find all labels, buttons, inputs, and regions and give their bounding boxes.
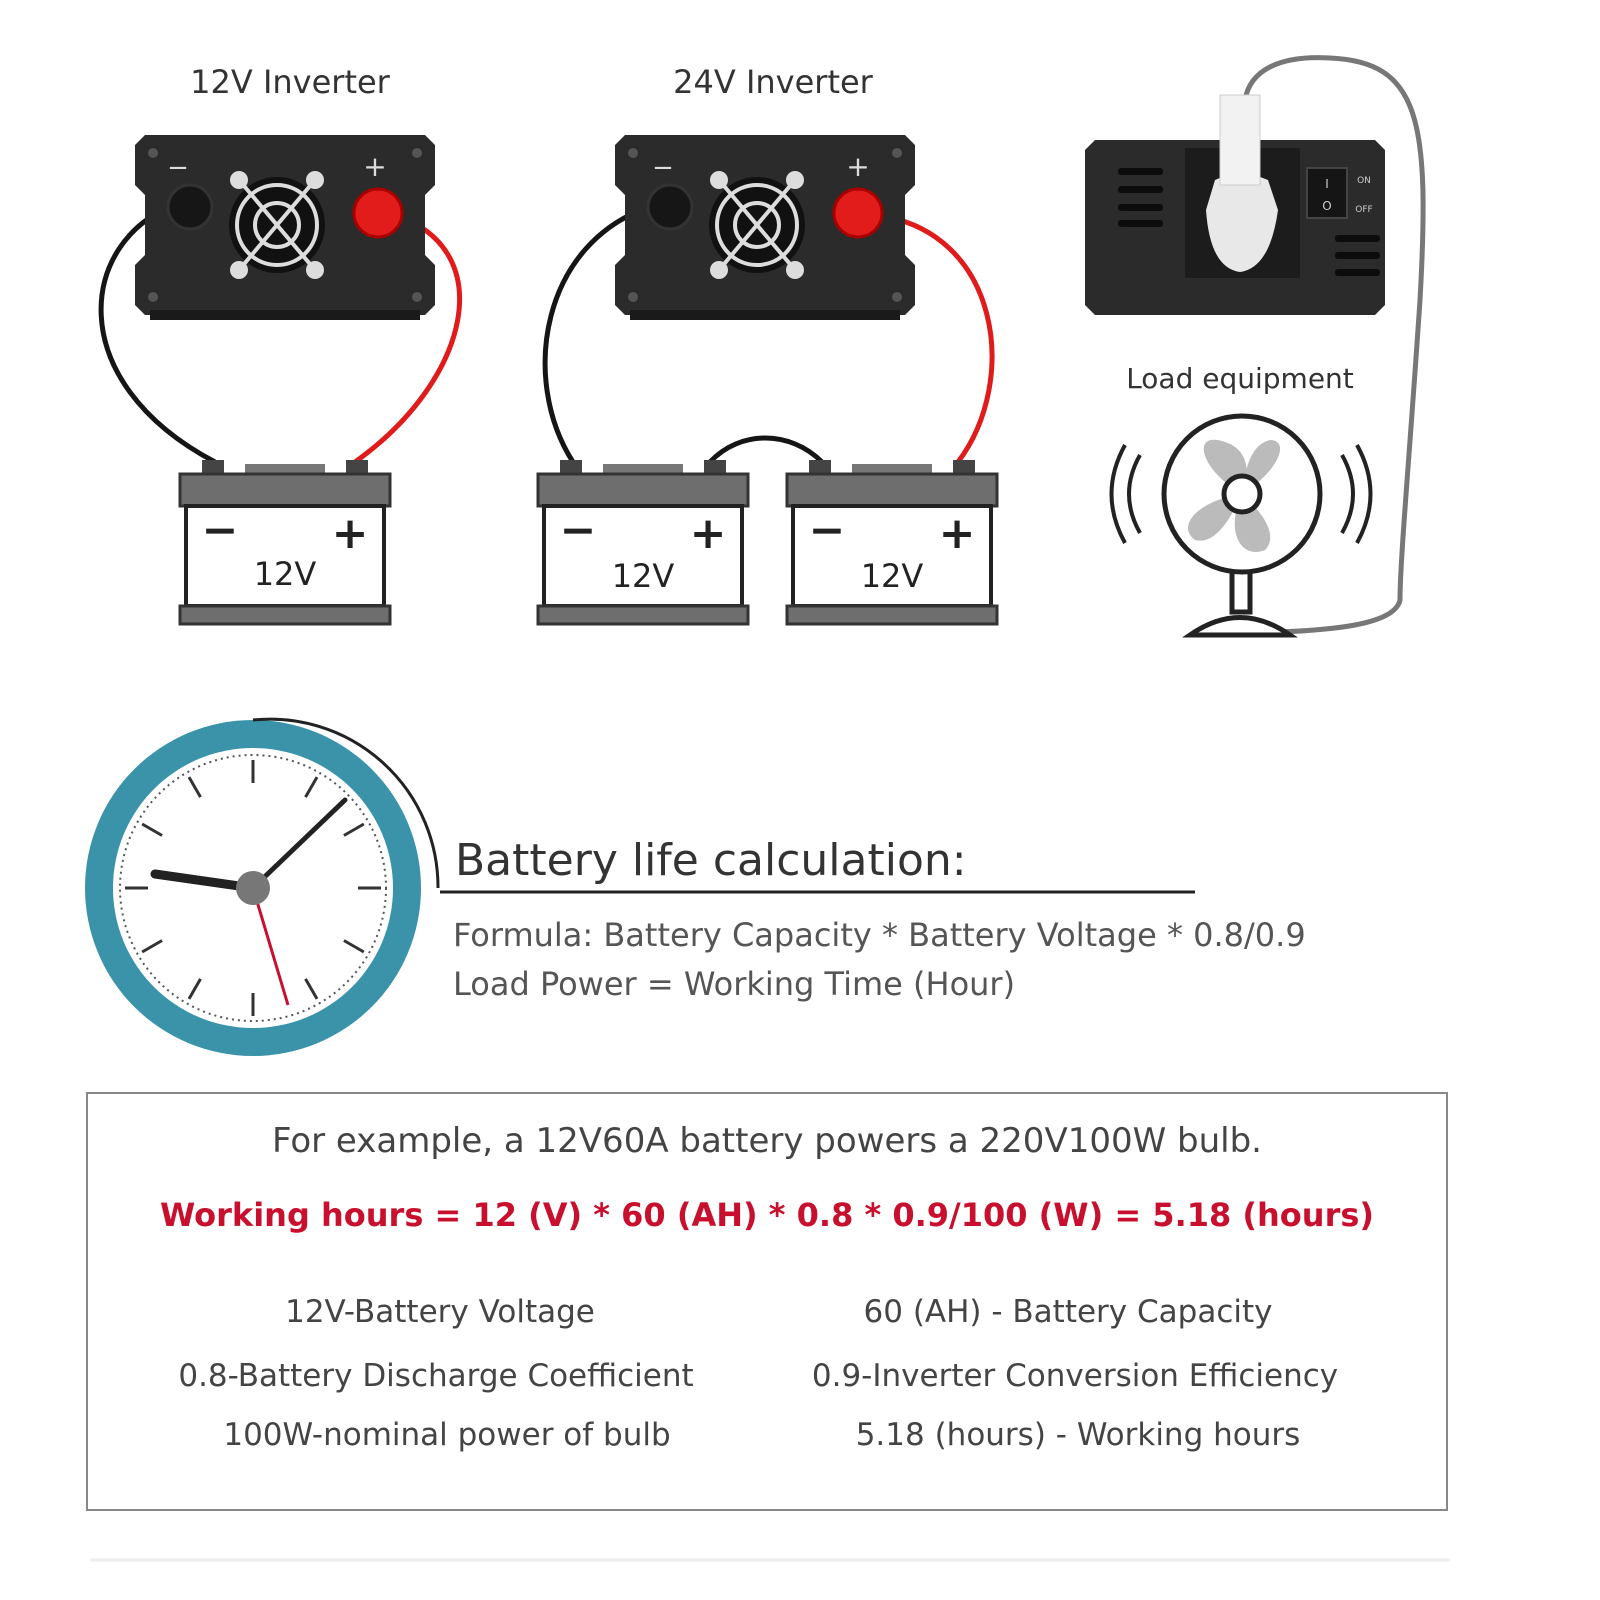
clock-tick bbox=[304, 978, 319, 1000]
calculation-heading: Battery life calculation: bbox=[455, 835, 967, 886]
positive-cable bbox=[353, 212, 462, 465]
battery-plus: + bbox=[690, 508, 727, 559]
clock-tick bbox=[187, 978, 202, 1000]
negative-cable bbox=[542, 202, 656, 464]
inverter-minus-label: − bbox=[652, 153, 674, 183]
battery-label: 12V bbox=[254, 555, 317, 593]
example-result: Working hours = 12 (V) * 60 (AH) * 0.8 *… bbox=[160, 1196, 1374, 1234]
inverter-plus-label: + bbox=[846, 150, 869, 183]
formula-line-2: Load Power = Working Time (Hour) bbox=[453, 965, 1015, 1003]
power-switch bbox=[1306, 167, 1348, 219]
battery-plus: + bbox=[332, 508, 369, 559]
inverter-minus-label: − bbox=[167, 153, 189, 183]
clock-tick bbox=[343, 939, 365, 954]
switch-off-label: OFF bbox=[1355, 205, 1372, 215]
formula-line-1: Formula: Battery Capacity * Battery Volt… bbox=[453, 916, 1306, 954]
clock-tick bbox=[187, 776, 202, 798]
inverter-12v-title: 12V Inverter bbox=[190, 63, 391, 101]
legend-left-item: 0.8-Battery Discharge Coefficient bbox=[178, 1358, 693, 1394]
positive-cable bbox=[874, 212, 995, 464]
fan-icon bbox=[1109, 413, 1373, 638]
plug bbox=[1219, 94, 1261, 186]
legend-right-item: 0.9-Inverter Conversion Efficiency bbox=[812, 1358, 1338, 1394]
legend-right-item: 5.18 (hours) - Working hours bbox=[856, 1417, 1301, 1453]
battery-minus: − bbox=[202, 505, 239, 556]
battery-label: 12V bbox=[612, 557, 675, 595]
ac-socket-plug bbox=[1206, 174, 1278, 272]
power-cord bbox=[1242, 55, 1426, 635]
battery-plus: + bbox=[939, 508, 976, 559]
battery-minus: − bbox=[809, 505, 846, 556]
inverter-24v-title: 24V Inverter bbox=[673, 63, 874, 101]
battery-minus: − bbox=[560, 505, 597, 556]
legend-left-item: 100W-nominal power of bulb bbox=[223, 1417, 670, 1453]
clock-tick bbox=[304, 776, 319, 798]
switch-off-symbol: O bbox=[1322, 199, 1331, 213]
negative-cable bbox=[98, 202, 217, 465]
clock-tick bbox=[141, 939, 163, 954]
legend-right-item: 60 (AH) - Battery Capacity bbox=[864, 1294, 1273, 1330]
switch-on-label: ON bbox=[1357, 176, 1371, 186]
load-equipment-title: Load equipment bbox=[1126, 362, 1354, 395]
battery-label: 12V bbox=[861, 557, 924, 595]
series-link-cable bbox=[708, 435, 824, 464]
example-box bbox=[86, 1092, 1448, 1511]
clock-tick bbox=[141, 822, 163, 837]
legend-left-item: 12V-Battery Voltage bbox=[285, 1294, 595, 1330]
inverter-ac-side bbox=[1085, 94, 1385, 315]
example-intro: For example, a 12V60A battery powers a 2… bbox=[272, 1121, 1262, 1161]
inverter-plus-label: + bbox=[363, 150, 386, 183]
clock-icon bbox=[85, 717, 440, 1056]
clock-tick bbox=[343, 822, 365, 837]
switch-on-symbol: I bbox=[1325, 177, 1329, 191]
